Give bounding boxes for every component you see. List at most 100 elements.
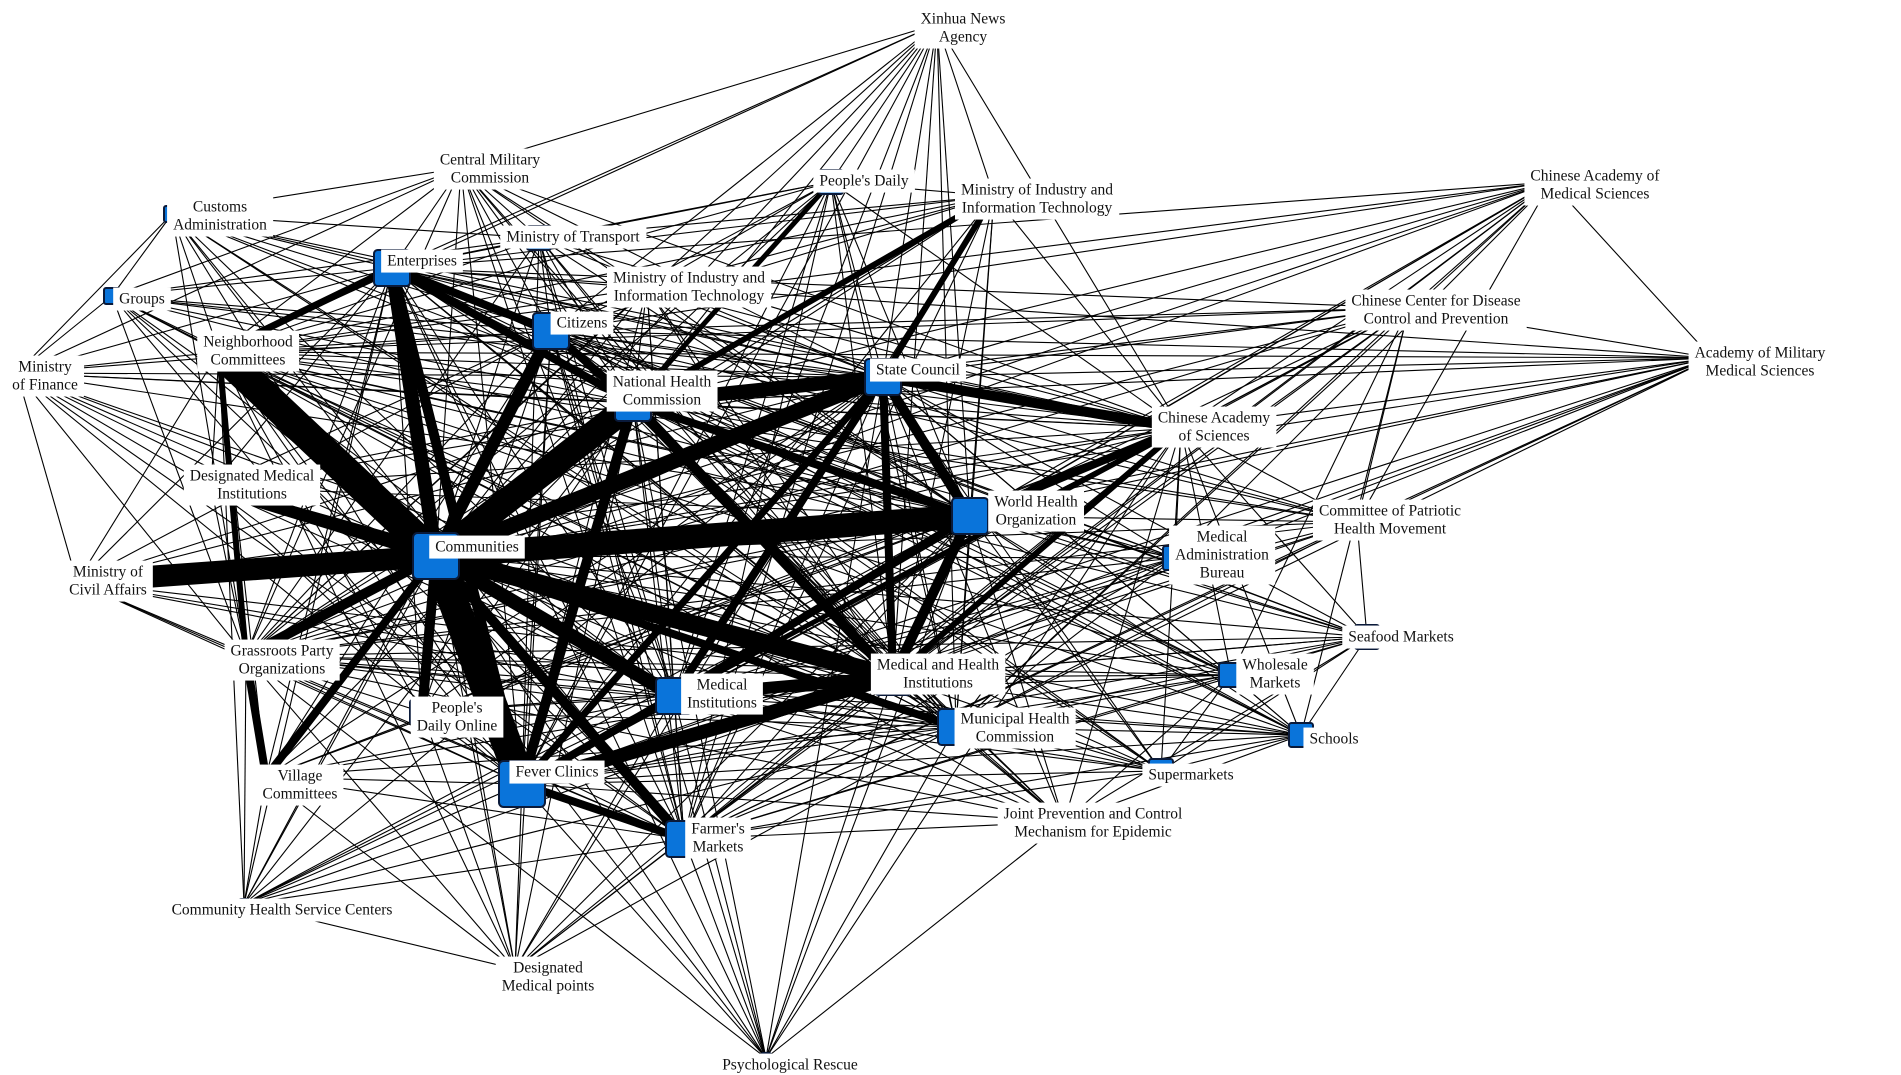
heavy-edge-state-council-who [878,374,975,519]
edge-xinhua-miit-top [936,23,995,197]
edge-miit-mid-mhi [646,287,894,678]
heavy-edge-who-mhi [888,513,975,680]
edge-cdc-citizens [550,307,1410,332]
label-line: Control and Prevention [1364,311,1509,328]
edge-chsc-fever [243,783,523,905]
label-line: State Council [876,362,960,379]
edge-chsc-farmers [243,838,685,905]
heavy-edge-fever-farmers [520,780,686,843]
edge-peoples-daily-cas [830,181,1182,429]
edge-cdc-state-council [882,307,1410,378]
label-state-council: State Council [870,358,966,382]
edge-joint-who [969,515,1065,823]
label-line: Medical Sciences [1541,186,1650,203]
edge-mab-state-council [882,376,1176,559]
label-background [1236,653,1314,695]
label-schools: Schools [1303,727,1365,751]
label-line: Medical points [502,978,595,995]
label-line: Committee of Patriotic [1319,503,1461,520]
label-line: People's Daily [819,173,909,190]
label-line: Markets [1250,675,1301,692]
edge-customs-grassroots [171,213,247,657]
label-line: Administration [173,217,267,234]
label-line: People's [431,700,482,717]
edge-amms-nhc [632,357,1713,404]
edge-amms-citizens [550,330,1713,359]
label-background [165,898,399,922]
edge-amms-mab [1174,357,1713,559]
edge-joint-cas [1063,427,1182,823]
label-line: Designated Medical [190,468,314,485]
label-line: Wholesale [1242,657,1308,674]
label-background [606,370,718,412]
edge-cams-nhc [632,181,1552,404]
label-line: Groups [119,291,165,308]
label-background [716,1053,864,1075]
edge-supermarkets-farmers [683,770,1162,840]
edge-who-grassroots [245,515,971,657]
heavy-edge-communities-pdo [417,555,441,713]
edge-miit-mid-cas [646,287,1182,429]
edge-chsc-nhc [243,402,634,905]
heavy-edge-communities-state-council [433,369,886,564]
heavy-edge-cas-medical-inst [672,425,1183,699]
edge-dmp-farmers [514,838,685,970]
label-line: Seafood Markets [1348,629,1453,646]
node-who[interactable] [951,497,989,535]
edge-customs-cas [171,213,1182,429]
label-background [500,225,647,249]
label-line: Academy of Military [1695,345,1826,362]
edge-seafood-state-council [882,376,1368,638]
heavy-edge-communities-nhc [428,392,641,567]
edge-miit-top-neighborhood [218,195,995,353]
edge-pdo-who [421,515,971,713]
label-line: Communities [435,539,519,556]
edge-chsc-neighborhood [218,351,245,905]
label-line: Customs [193,199,247,216]
heavy-edge-communities-mhc [434,552,958,731]
label-line: Markets [693,839,744,856]
label-line: Administration [1175,547,1269,564]
edge-peoples-daily-fever [521,181,832,785]
edge-citizens-farmers [550,330,685,840]
label-line: Medical [697,677,748,694]
label-background [1151,406,1277,448]
edge-wholesale-supermarkets [1160,674,1232,772]
edge-psych-mhi [765,676,894,1059]
edge-wholesale-joint [1063,674,1232,823]
edge-finance-civil-affairs [16,372,78,583]
label-line: Medical Sciences [1706,363,1815,380]
edge-dmp-village [265,776,516,970]
label-line: Village [278,768,323,785]
label-background [813,169,915,193]
heavy-edge-state-council-mhi [879,376,897,678]
edge-amms-communities [435,357,1713,557]
label-line: Schools [1309,731,1358,748]
label-background [870,653,1006,695]
label-line: Grassroots Party [231,643,334,660]
label-background [681,673,763,715]
label-background [988,490,1085,532]
edge-seafood-schools [1300,636,1368,736]
label-background [197,330,300,372]
edge-xinhua-who [936,23,971,517]
label-background [685,817,751,859]
label-line: Daily Online [417,718,498,735]
label-background [1312,499,1468,541]
edge-psych-who [765,515,971,1059]
label-line: Chinese Academy [1158,410,1271,427]
edge-seafood-joint [1063,636,1368,823]
